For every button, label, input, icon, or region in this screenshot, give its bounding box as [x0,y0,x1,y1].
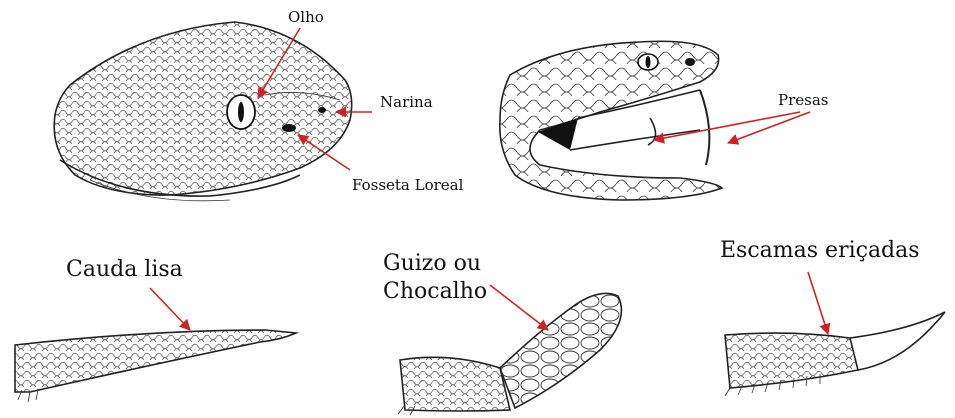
label-escamas-ericadas: Escamas eriçadas [720,238,920,263]
snake-head-open-mouth-illustration [500,41,722,200]
arrow-presas-1 [654,112,800,140]
label-guizo-line1: Guizo ou [383,251,481,276]
arrow-presas-2 [728,112,810,143]
rattle-tail-illustration [398,293,621,415]
label-guizo-line2: Chocalho [383,279,487,304]
arrow-escamas [808,272,828,334]
label-narina: Narina [380,93,433,111]
label-fosseta-loreal: Fosseta Loreal [352,176,464,194]
bristling-scales-tail-illustration [725,312,945,396]
label-cauda-lisa: Cauda lisa [66,257,183,282]
arrow-cauda-lisa [150,288,190,330]
smooth-tail-illustration [15,330,296,402]
snake-head-side-illustration [54,22,352,201]
label-olho: Olho [288,8,324,26]
arrow-guizo [490,285,548,330]
label-presas: Presas [778,91,828,109]
